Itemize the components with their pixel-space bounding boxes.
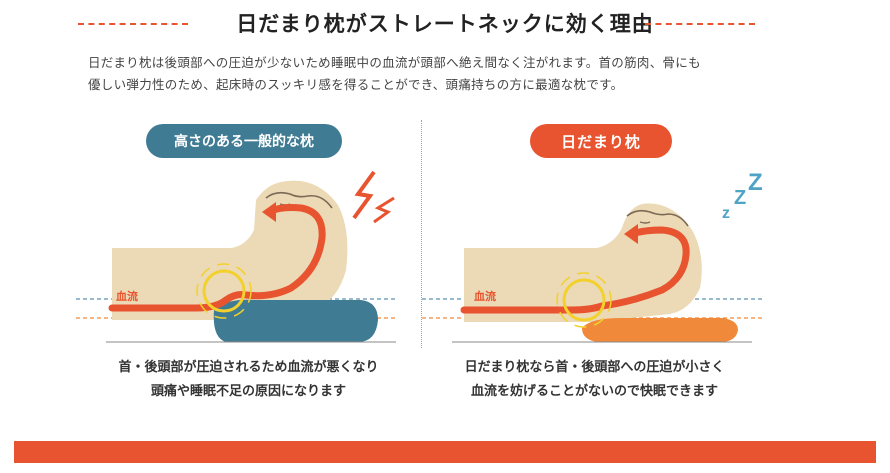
page-title: 日だまり枕がストレートネックに効く理由 [236,12,654,36]
relief-ring [556,272,612,328]
sleep-z-icon-large: Z [748,169,763,196]
compression-ring [196,263,252,319]
bottom-accent-bar [14,441,876,463]
caption-line-1: 首・後頭部が圧迫されるため血流が悪くなり [118,360,379,375]
caption-general-pillow: 首・後頭部が圧迫されるため血流が悪くなり 頭痛や睡眠不足の原因になります [76,356,421,404]
face-profile [626,209,689,227]
illustration-general-pillow: 血流 [76,170,396,343]
pain-lightning-icon-small [373,196,395,224]
blood-flow-arrowhead [624,224,638,244]
closed-eye [639,221,651,224]
blood-flow-label: 血流 [474,289,496,303]
pain-lightning-icon [352,170,376,220]
sleep-z-icon-medium: Z [734,187,746,209]
blood-flow-label: 血流 [116,289,138,303]
caption-line-2: 血流を妨げることがないので快眠できます [470,384,718,399]
body-shape [464,203,702,322]
compression-circle [202,269,246,313]
label-general-pillow: 高さのある一般的な枕 [146,124,342,158]
title-dash-left [78,23,188,25]
sleep-z-icon-small: z [722,205,730,222]
face-profile [265,191,333,209]
label-hidamari-pillow: 日だまり枕 [530,124,672,158]
high-pillow [213,299,378,342]
body-shape [112,180,348,320]
caption-line-2: 頭痛や睡眠不足の原因になります [150,384,346,399]
blood-flow-arrowhead [262,202,276,222]
panel-divider [421,120,422,348]
blood-flow-line [108,204,326,312]
intro-text: 日だまり枕は後頭部への圧迫が少ないため睡眠中の血流が頭部へ絶え間なく注がれます。… [88,52,788,96]
caption-line-1: 日だまり枕なら首・後頭部への圧迫が小さく [464,360,725,375]
low-pillow [582,318,738,342]
intro-line-1: 日だまり枕は後頭部への圧迫が少ないため睡眠中の血流が頭部へ絶え間なく注がれます。… [88,55,701,70]
section-header: 日だまり枕がストレートネックに効く理由 [0,8,890,38]
title-dash-right [645,23,755,25]
caption-hidamari-pillow: 日だまり枕なら首・後頭部への圧迫が小さく 血流を妨げることがないので快眠できます [422,356,767,404]
illustration-hidamari-pillow: z Z Z 血流 [422,169,763,343]
blood-flow-line [460,226,690,314]
intro-line-2: 優しい弾力性のため、起床時のスッキリ感を得ることができ、頭痛持ちの方に最適な枕で… [88,77,624,92]
relief-circle [562,278,606,322]
